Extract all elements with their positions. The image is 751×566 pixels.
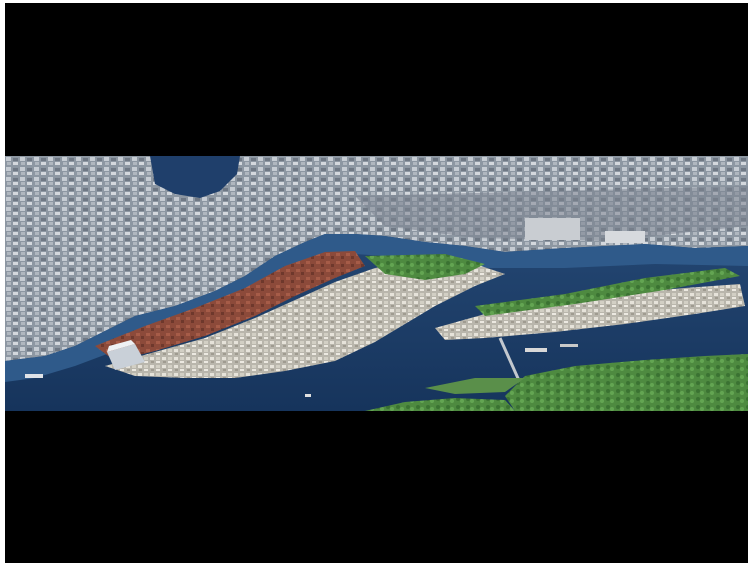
concert-hall [107,344,145,370]
letterbox-bottom [5,411,748,563]
concert-hall-roof [107,340,135,352]
aerial-harbor-illustration [5,156,748,411]
warehouse-district [95,251,365,361]
video-frame [5,3,748,563]
small-island [425,378,525,394]
warehouse [525,218,580,240]
river-channel [5,234,748,382]
boat-3 [305,394,311,397]
boat-2 [560,344,578,347]
warehouse-2 [605,231,645,243]
park-strip [365,254,485,280]
south-shore-green [365,398,515,411]
lake [150,156,240,198]
south-park [505,354,748,411]
boat [525,348,547,352]
marina [25,374,43,378]
east-island-district [435,284,745,340]
rail-yard [355,186,748,241]
new-district-peninsula [105,260,505,378]
aerial-harbor-image [5,156,748,411]
letterbox-top [5,3,748,156]
east-tree-line [475,268,740,316]
